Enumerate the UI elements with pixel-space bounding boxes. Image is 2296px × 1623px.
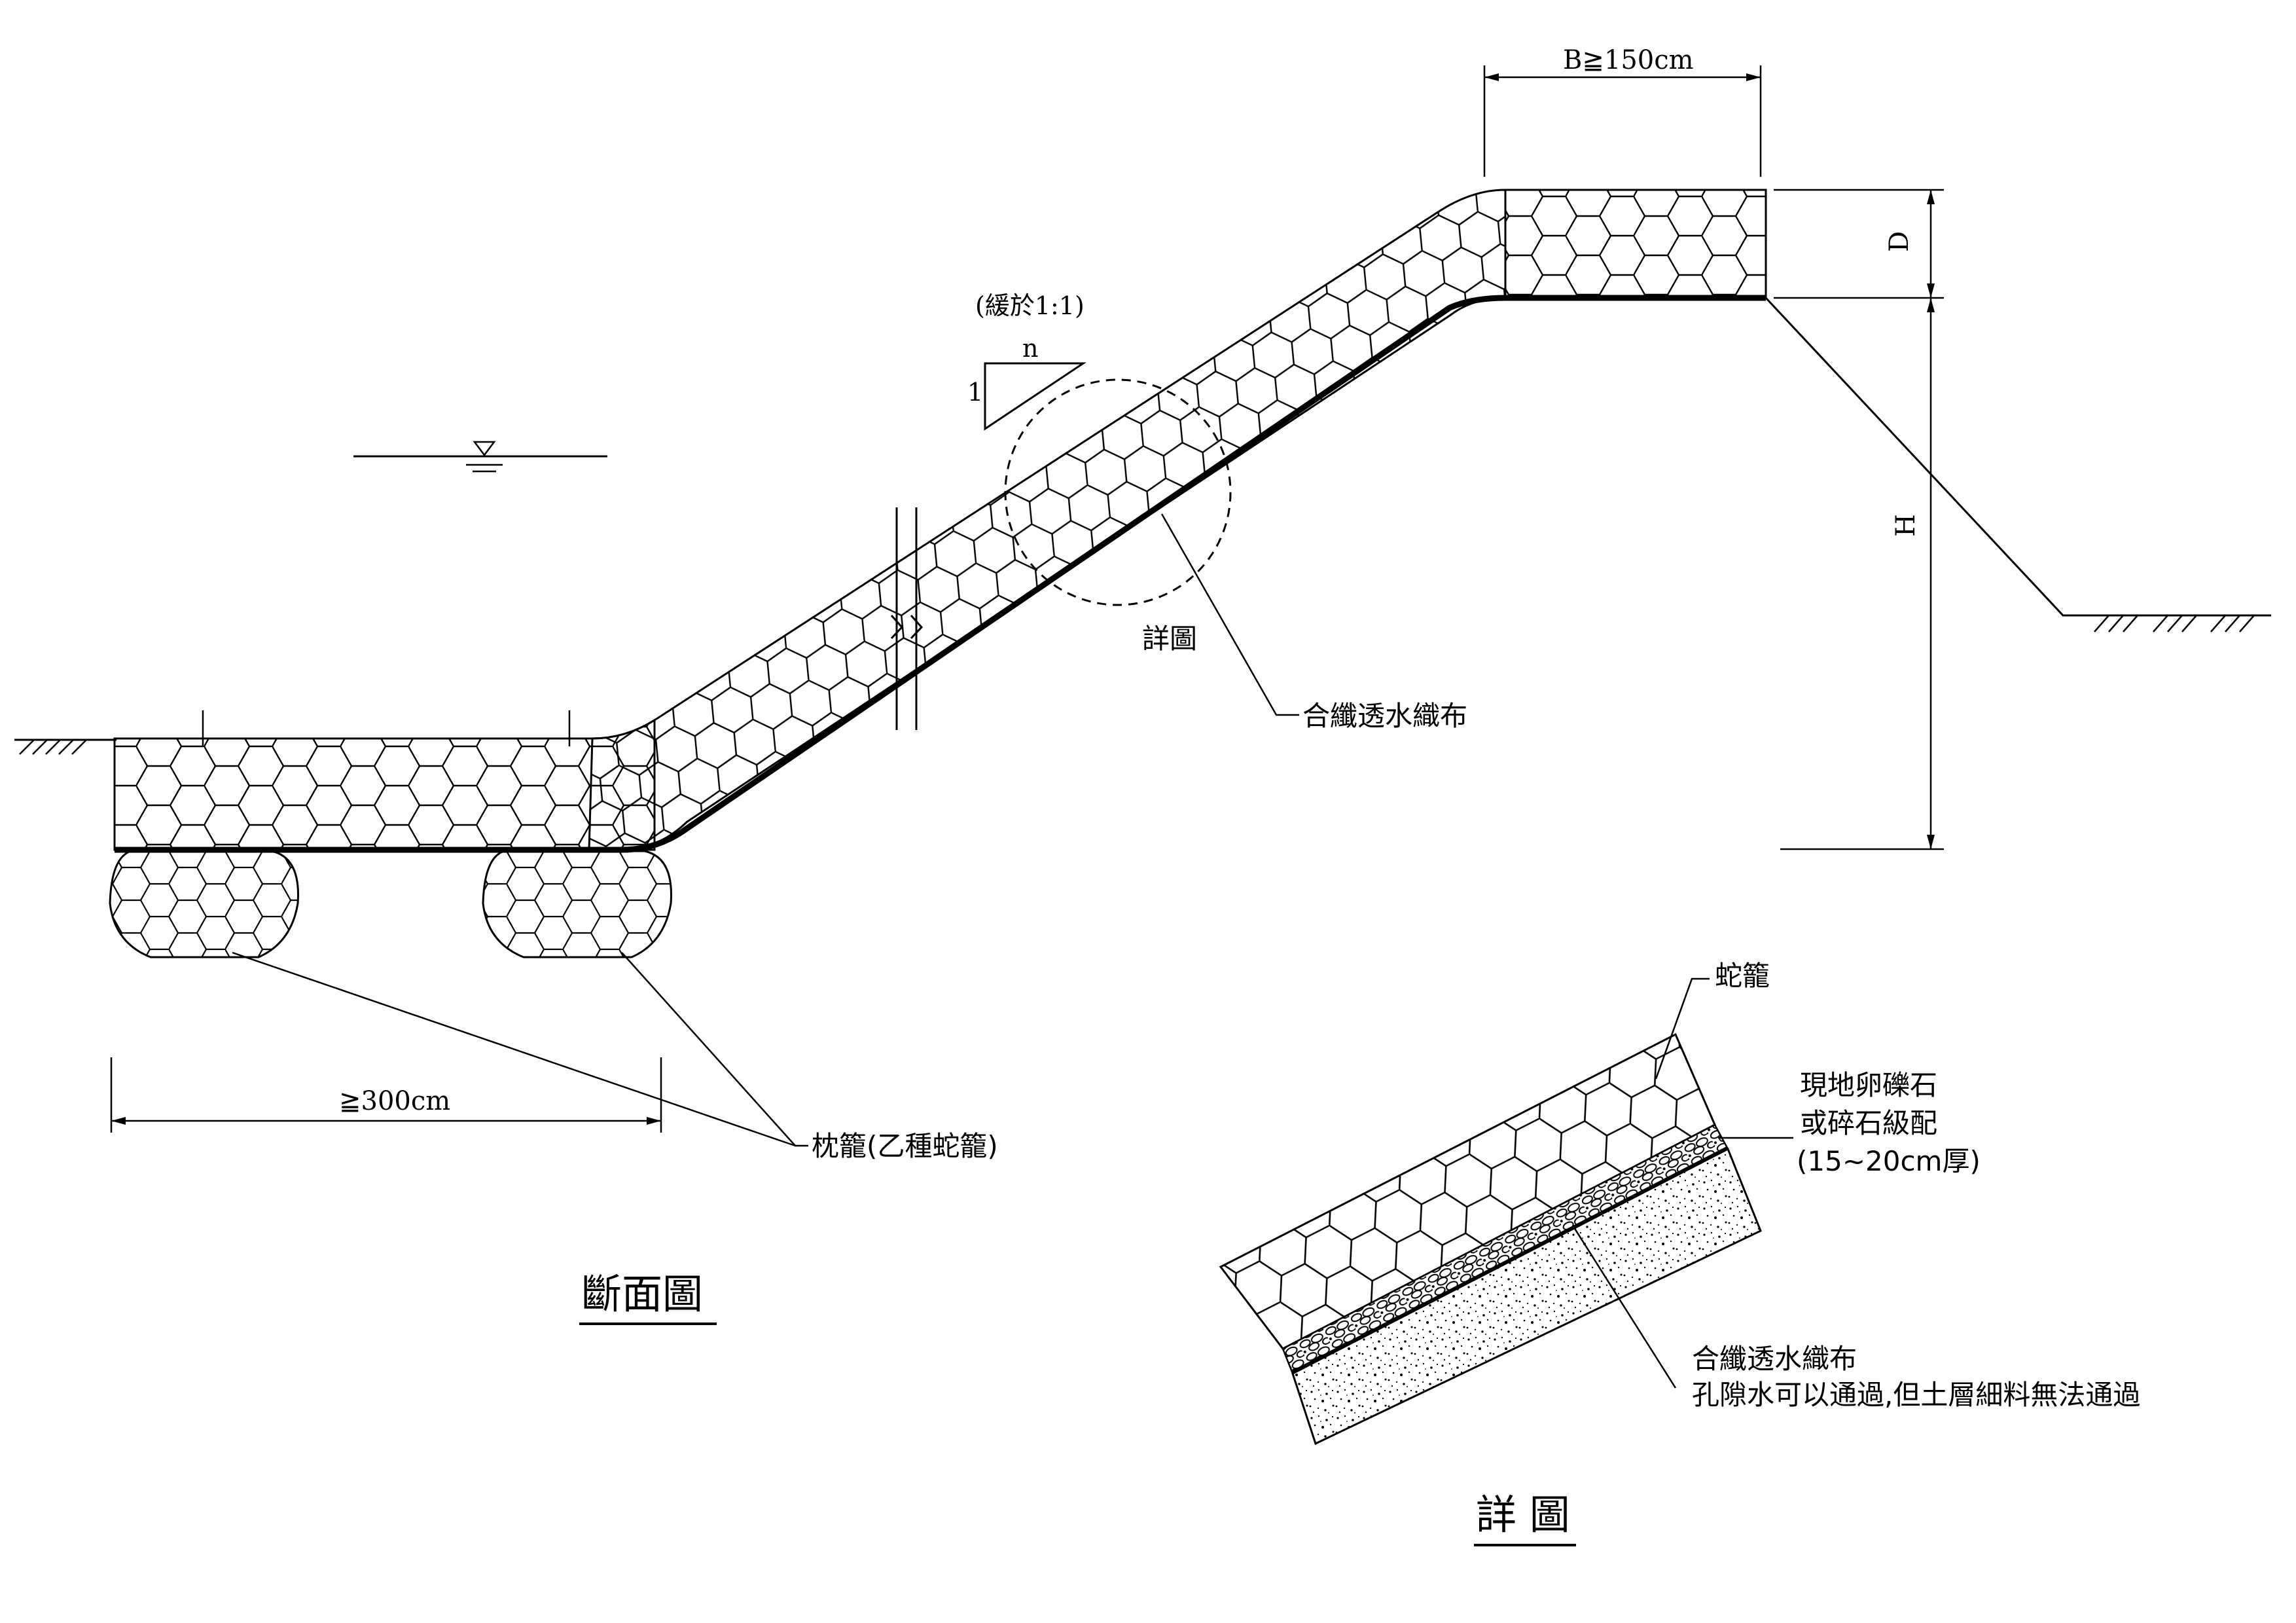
detail-callout-circle [1004,378,1232,606]
section-title: 斷面圖 [581,1270,703,1318]
gabion-slope [588,189,1507,851]
water-level-symbol [353,441,607,473]
pillow-gabion-right [482,850,672,958]
slope-rise-label: 1 [967,378,983,407]
detail-view: 蛇籠 現地卵礫石 或碎石級配 (15~20cm厚) 合纖透水織布 孔隙水可以通過… [1219,960,2140,1546]
detail-gravel-label-3: (15~20cm厚) [1797,1145,1981,1177]
detail-fabric-label-2: 孔隙水可以通過,但土層細料無法通過 [1692,1379,2140,1411]
gabion-toe [113,718,656,851]
pillow-gabion-leader-right [621,952,808,1147]
pillow-gabion-label: 枕籠(乙種蛇籠) [812,1130,998,1162]
detail-gabion-leader [1655,977,1710,1080]
depth-label: D [1884,231,1914,252]
left-ground-hatch [14,739,117,755]
slope-run-label: n [1022,334,1038,363]
crest-width-label: B≧150cm [1563,45,1694,75]
detail-fabric-leader [1573,1227,1677,1389]
geotextile-line [115,295,1766,853]
geotextile-label: 合纖透水織布 [1302,700,1467,732]
break-lines [890,507,924,730]
height-label: H [1891,514,1921,537]
detail-fabric-label-1: 合纖透水織布 [1692,1343,1857,1375]
slope-triangle: (緩於1:1) n 1 [967,291,1086,431]
base-length-dimension: ≧300cm [110,1057,662,1133]
detail-gabion-label: 蛇籠 [1715,960,1770,992]
pillow-gabion-leader-left [232,951,796,1147]
detail-title: 詳 圖 [1476,1491,1570,1539]
gabion-crest [1504,189,1767,299]
detail-soil [1291,1147,1762,1446]
height-dimensions: D H [1774,189,1944,850]
detail-gravel-label-1: 現地卵礫石 [1800,1069,1937,1101]
pillow-gabion-left [109,850,299,958]
back-slope-line [1765,297,2271,617]
detail-gravel-label-2: 或碎石級配 [1800,1107,1937,1139]
right-ground-hatch [2094,615,2255,632]
geotextile-leader [1160,513,1299,716]
detail-callout-label: 詳圖 [1142,623,1197,655]
base-length-label: ≧300cm [339,1086,450,1116]
slope-note: (緩於1:1) [975,291,1085,320]
gabion-body [113,189,1767,853]
section-view: (緩於1:1) n 1 詳圖 合纖透水織布 B≧150cm D H [14,45,2271,1325]
crest-width-dimension: B≧150cm [1483,45,1762,177]
